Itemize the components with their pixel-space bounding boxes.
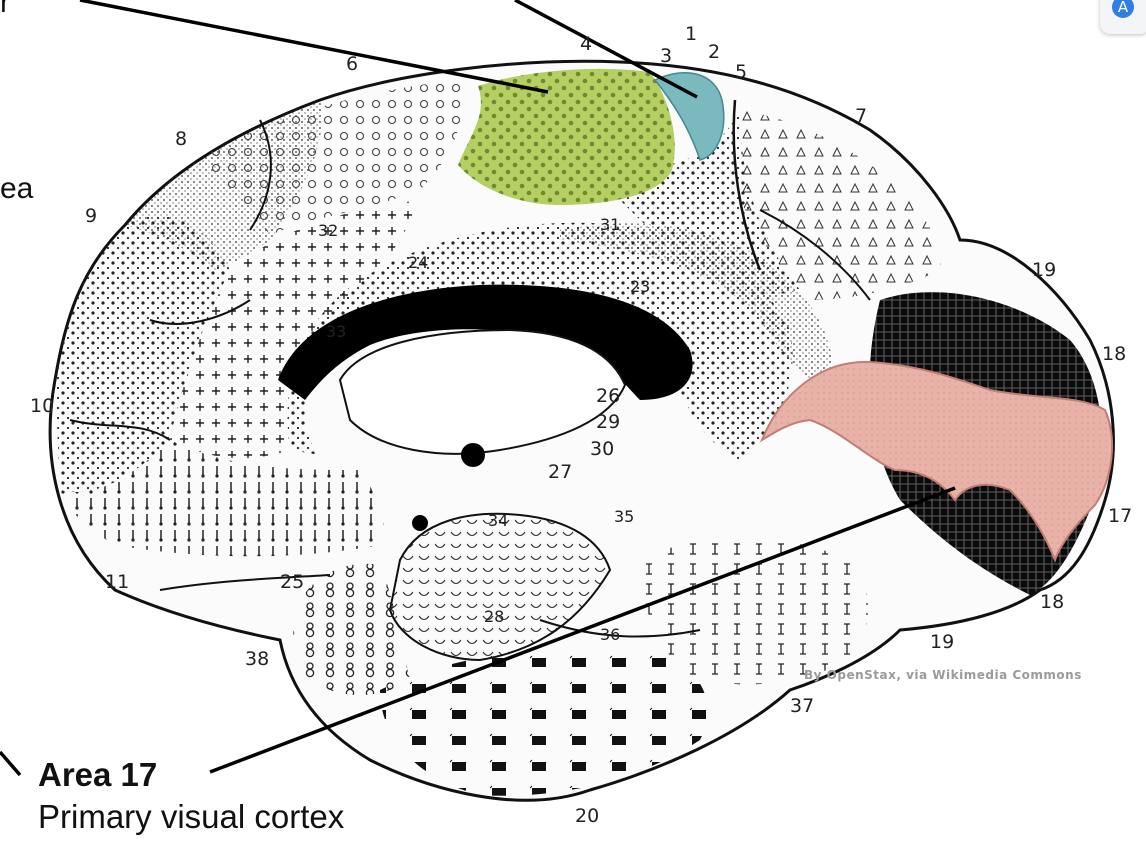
region-frontal-dots [55, 215, 230, 492]
region-frontal-plus [170, 200, 420, 459]
area-number: 26 [596, 385, 620, 407]
pointer-line-motor [79, 0, 549, 94]
area-number: 37 [790, 695, 814, 717]
area-number: 27 [548, 461, 572, 483]
area-number: 8 [175, 128, 187, 150]
area-number: 18 [1040, 591, 1064, 613]
area-number: 19 [930, 631, 954, 653]
area-number: 10 [30, 395, 54, 417]
area-number: 36 [600, 625, 620, 644]
app-store-glyph-icon: A [1112, 0, 1134, 18]
region-cingulate [287, 222, 793, 460]
corpus-callosum [278, 284, 693, 400]
region-frontal-ticks [60, 440, 384, 557]
region-area-17-visual [759, 360, 1114, 563]
region-somatosensory-blue [653, 72, 725, 161]
pointer-line-area-17 [209, 486, 956, 774]
lateral-ventricle-area [338, 328, 627, 455]
area-number: 32 [318, 221, 338, 240]
area-number: 1 [685, 23, 697, 45]
area-number: 4 [580, 33, 592, 55]
sulcus-line [759, 209, 871, 301]
region-temporal-blocks [380, 647, 708, 796]
area-number: 31 [600, 215, 620, 234]
region-motor-green [458, 68, 675, 205]
region-precuneus [736, 110, 941, 300]
area-number: 7 [855, 105, 867, 127]
fornix-dot [412, 515, 428, 531]
area-number: 19 [1032, 259, 1056, 281]
area-number: 20 [575, 805, 599, 827]
area-number: 24 [408, 253, 428, 272]
area-number: 9 [85, 205, 97, 227]
area-number: 35 [614, 507, 634, 526]
area-number: 30 [590, 438, 614, 460]
region-parietal-dots [620, 110, 800, 294]
sulcus-line [159, 574, 331, 591]
area-17-subtitle: Primary visual cortex [38, 798, 345, 835]
sulcus-line [69, 419, 171, 441]
sulcus-line [539, 619, 701, 638]
area-number: 6 [346, 53, 358, 75]
pointer-line-bottom-left [0, 750, 22, 777]
area-number: 28 [484, 607, 504, 626]
area-number: 3 [660, 45, 672, 67]
label-fragment-top: r [0, 0, 10, 19]
attribution-credit: By OpenStax, via Wikimedia Commons [804, 668, 1082, 682]
pointer-line-somatosensory [514, 0, 698, 99]
area-number: 25 [280, 571, 304, 593]
sulcus-line [732, 99, 762, 271]
area-number: 38 [245, 648, 269, 670]
region-parahippocampal [388, 512, 612, 662]
app-store-icon[interactable]: A [1100, 0, 1146, 34]
area-number: 11 [105, 571, 129, 593]
region-temporal-I [640, 537, 869, 685]
area-number: 23 [630, 277, 650, 296]
area-number: 17 [1108, 505, 1132, 527]
area-number: 29 [596, 411, 620, 433]
area-number: 34 [488, 511, 508, 530]
area-17-title: Area 17 [38, 756, 158, 793]
sulcus-line [249, 119, 272, 231]
thalamus-dot [461, 443, 485, 467]
area-number: 5 [735, 61, 747, 83]
area-number: 33 [326, 322, 346, 341]
area-number: 18 [1102, 343, 1126, 365]
region-temporal-pole-8 [293, 563, 410, 695]
label-fragment-left: ea [0, 172, 34, 205]
area-number: 2 [708, 41, 720, 63]
sulcus-line [149, 299, 251, 325]
